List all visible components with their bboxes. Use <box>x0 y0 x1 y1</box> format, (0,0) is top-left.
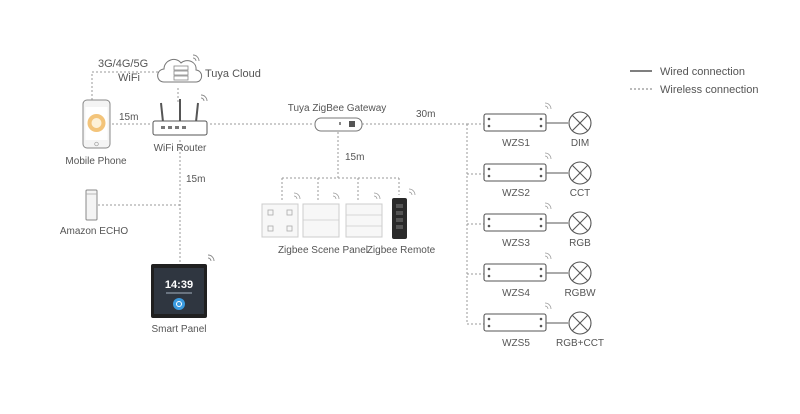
light-label: RGB <box>569 238 591 249</box>
scene-panel-group: Zigbee Scene Panel <box>261 192 383 256</box>
distance-phone-router: 15m <box>119 112 138 123</box>
echo-label: Amazon ECHO <box>60 226 129 237</box>
remote-node: Zigbee Remote <box>367 188 436 256</box>
router-node: WiFi Router <box>152 94 208 154</box>
legend-wireless-label: Wireless connection <box>660 84 758 96</box>
smart-panel-node: 14:39 Smart Panel <box>151 254 215 335</box>
distance-gateway-controllers: 30m <box>416 109 435 120</box>
controllers: WZS1 DIM WZS2 CCT <box>483 102 604 349</box>
smart-panel-icon: 14:39 <box>151 264 207 318</box>
wifi-signal-icon <box>544 102 552 110</box>
light-rgbw: RGBW <box>564 261 596 299</box>
controller-wzs5: WZS5 <box>483 302 552 349</box>
wifi-signal-icon <box>207 254 215 262</box>
connections <box>91 71 484 325</box>
controller-wzs3: WZS3 <box>483 202 552 249</box>
mobile-phone-node: Mobile Phone <box>65 99 127 167</box>
distance-router-panel: 15m <box>186 174 205 185</box>
controller-wzs2: WZS2 <box>483 152 552 199</box>
cloud-icon <box>157 58 203 83</box>
remote-icon <box>392 198 407 239</box>
controller-label: WZS1 <box>502 138 530 149</box>
distance-labels: 15m 15m 15m 30m <box>119 109 435 185</box>
echo-node: Amazon ECHO <box>60 189 129 237</box>
scene-panel-2key <box>302 203 340 238</box>
wifi-signal-icon <box>192 54 200 62</box>
wifi-signal-icon <box>544 152 552 160</box>
light-label: RGBW <box>564 288 596 299</box>
light-label: DIM <box>571 138 589 149</box>
remote-label: Zigbee Remote <box>367 245 436 256</box>
wifi-signal-icon <box>408 188 416 196</box>
router-icon <box>152 99 208 136</box>
controller-label: WZS4 <box>502 288 530 299</box>
light-label: CCT <box>570 188 591 199</box>
cellular-label-line1: 3G/4G/5G <box>98 58 148 70</box>
controller-label: WZS3 <box>502 238 530 249</box>
phone-icon <box>82 99 111 149</box>
echo-icon <box>85 189 98 221</box>
light-dim: DIM <box>568 111 592 149</box>
smart-panel-time: 14:39 <box>165 279 193 291</box>
light-label: RGB+CCT <box>556 338 604 349</box>
scene-panel-4key <box>261 203 299 238</box>
distance-gateway-panels: 15m <box>345 152 364 163</box>
controller-label: WZS5 <box>502 338 530 349</box>
legend: Wired connection Wireless connection <box>630 66 758 96</box>
phone-label: Mobile Phone <box>65 156 127 167</box>
wifi-signal-icon <box>293 192 301 200</box>
link-phone-cloud <box>91 71 160 100</box>
controller-wzs4: WZS4 <box>483 252 552 299</box>
light-cct: CCT <box>568 161 592 199</box>
scene-panel-label: Zigbee Scene Panel <box>278 245 368 256</box>
light-rgb: RGB <box>568 211 592 249</box>
gateway-label: Tuya ZigBee Gateway <box>288 103 387 114</box>
gateway-node: Tuya ZigBee Gateway <box>288 103 387 132</box>
cellular-label-line2: WiFi <box>118 72 140 84</box>
light-rgb-cct: RGB+CCT <box>556 311 604 349</box>
wifi-signal-icon <box>544 252 552 260</box>
cloud-node: Tuya Cloud 3G/4G/5G WiFi <box>98 54 261 84</box>
gateway-icon <box>314 117 363 132</box>
legend-wired-label: Wired connection <box>660 66 745 78</box>
smart-panel-label: Smart Panel <box>151 324 206 335</box>
scene-panel-3key <box>345 203 383 238</box>
router-label: WiFi Router <box>154 143 207 154</box>
controller-wzs1: WZS1 <box>483 102 552 149</box>
wifi-signal-icon <box>544 202 552 210</box>
controller-label: WZS2 <box>502 188 530 199</box>
wifi-signal-icon <box>200 94 208 102</box>
wifi-signal-icon <box>373 192 381 200</box>
wifi-signal-icon <box>332 192 340 200</box>
wifi-signal-icon <box>544 302 552 310</box>
cloud-label: Tuya Cloud <box>205 68 261 80</box>
